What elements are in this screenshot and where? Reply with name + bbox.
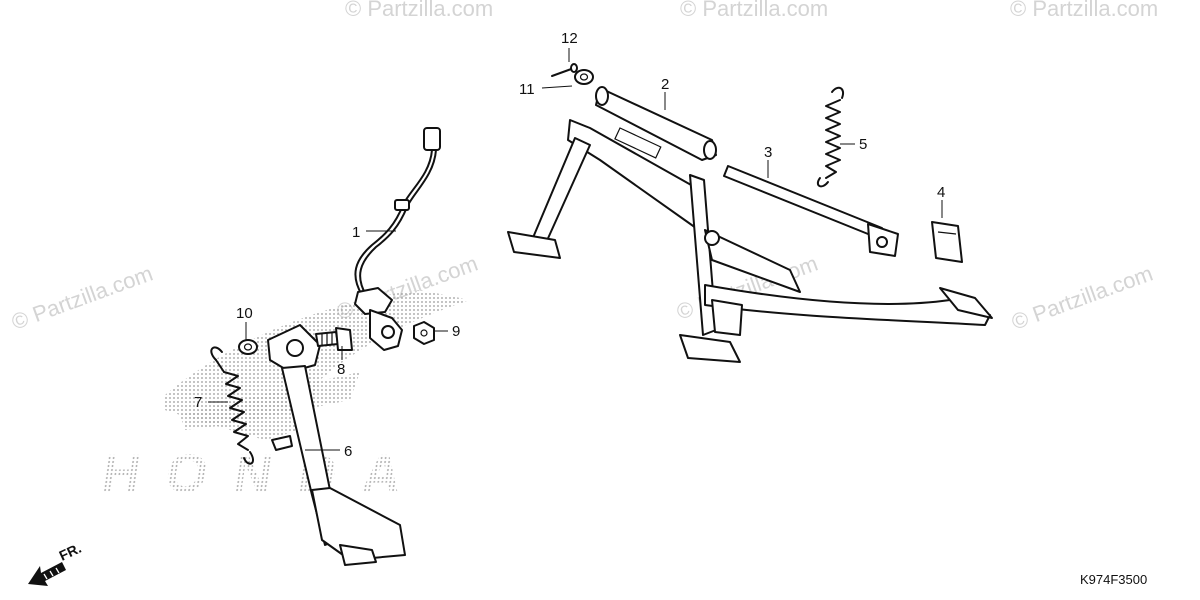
stand-left-leg [531,137,591,246]
leader-lines [208,48,943,451]
sensor-body [354,287,393,315]
part-6-side-stand [267,324,406,566]
stand-right-foot [679,334,741,363]
spring-7-top-wire [215,359,225,373]
watermark-right: © Partzilla.com [1008,261,1156,335]
part-9-nut [413,321,435,345]
part-4-rubber-block [931,221,963,263]
part-5-spring [816,86,844,188]
callout-6: 6 [344,443,352,460]
wire-cable-outer [359,149,437,296]
watermark-top-right-b: © Partzilla.com [1010,0,1158,21]
rubber-block-body [931,221,963,263]
part-8-bolt [315,327,353,351]
watermark-top-right-a: © Partzilla.com [680,0,828,21]
stand-lower-bracket [711,299,743,336]
wire-clip [394,199,410,211]
wire-connector [423,127,441,151]
nut-body [413,321,435,345]
stand-kick-arm [704,284,991,326]
front-label: FR. [57,540,84,564]
part-11-washer [574,69,594,85]
side-stand-foot [311,487,406,561]
rubber-block-line [937,231,957,235]
bolt-head [335,327,353,351]
washer-10-outer [238,339,258,355]
spring-7-top-hook [210,346,223,361]
stand-brace [704,229,801,293]
wire-cable [354,149,433,296]
honda-wing-shape-lower [180,372,360,430]
front-direction-indicator: FR. [28,540,84,586]
part-10-washer [238,339,258,355]
side-stand-pad [339,544,377,566]
callout-2: 2 [661,76,669,93]
front-arrow-icon [28,562,66,586]
honda-logo: HONDA [97,290,470,504]
sensor-bolt-hole [381,325,395,339]
washer-11-outer [574,69,594,85]
callout-5: 5 [859,136,867,153]
bolt-threads [321,332,333,345]
callout-9: 9 [452,323,460,340]
leader-11 [541,85,573,89]
side-stand-pivot-hole [286,339,304,357]
stand-plate-slot [614,127,662,159]
spring-5-coil [825,99,841,179]
part-2-main-stand [507,86,993,363]
diagram-code: K974F3500 [1080,572,1147,587]
part-7-spring [210,346,254,465]
callout-7: 7 [194,394,202,411]
part-12-cotter-pin [551,63,578,77]
part-3-shaft [723,165,899,257]
callout-11: 11 [519,81,535,98]
front-arrow-stripes [43,567,60,580]
callout-3: 3 [764,144,772,161]
spring-5-top-hook [831,86,844,99]
part-1-sensor-wire [354,127,441,351]
callout-labels: 1 2 3 4 5 6 7 8 9 10 11 12 [194,30,945,460]
stand-tube-end-right [703,140,717,160]
washer-10-inner [243,343,253,351]
side-stand-spring-tab [271,435,293,451]
spring-7-coil [223,371,249,451]
shaft-rod [723,165,883,239]
stand-tube-end-left [595,86,609,106]
stand-foot-pedal [939,287,993,319]
watermark-group: © Partzilla.com © Partzilla.com © Partzi… [8,0,1158,335]
washer-11-inner [579,73,589,81]
cotter-pin-eye [570,63,578,73]
callout-10: 10 [236,305,253,322]
callout-4: 4 [937,184,945,201]
stand-spring-hook [704,230,720,246]
callout-1: 1 [352,224,360,241]
callout-12: 12 [561,30,578,47]
watermark-top-center: © Partzilla.com [345,0,493,21]
stand-left-foot [507,231,561,259]
spring-7-bottom-hook [243,451,254,465]
nut-hole [420,329,428,337]
shaft-head-hole [876,236,888,248]
spring-5-bottom-hook [816,177,829,188]
callout-8: 8 [337,361,345,378]
watermark-left: © Partzilla.com [8,261,156,335]
